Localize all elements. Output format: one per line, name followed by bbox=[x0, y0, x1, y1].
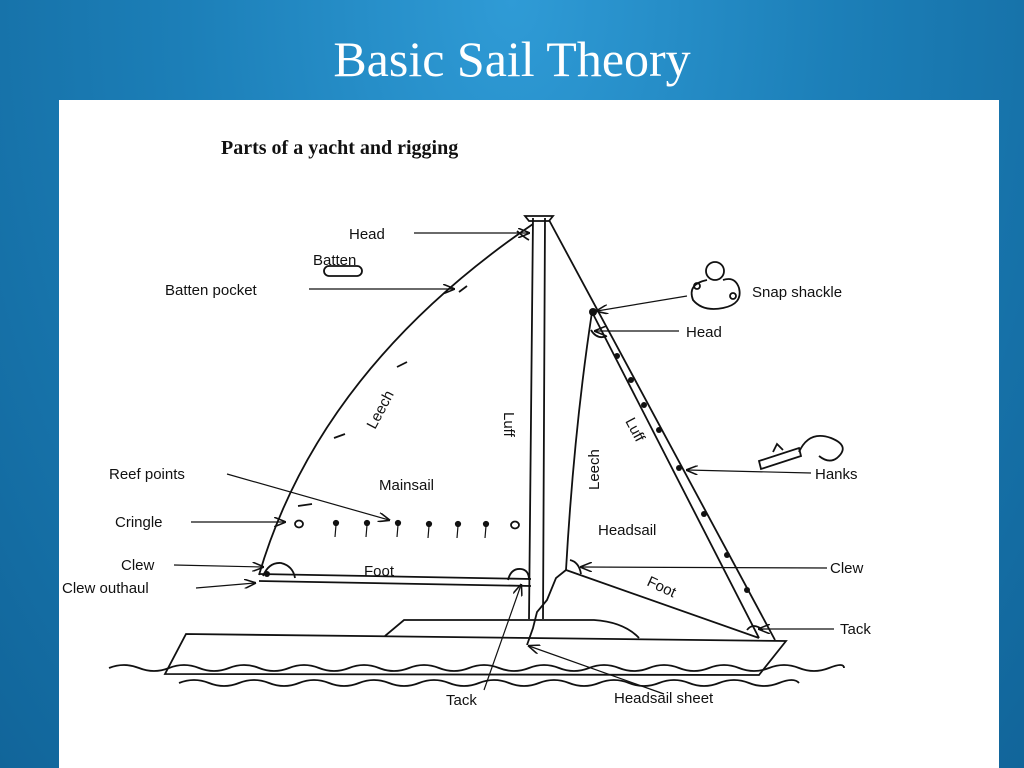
label-tack-main: Tack bbox=[446, 692, 477, 709]
headsail-foot bbox=[565, 569, 760, 639]
clew-main-corner bbox=[262, 562, 296, 579]
label-cringle: Cringle bbox=[115, 514, 163, 531]
label-clew-main: Clew bbox=[121, 557, 155, 574]
head-main-corner bbox=[516, 230, 530, 241]
clew-main-eye bbox=[264, 571, 270, 577]
label-snap-shackle: Snap shackle bbox=[752, 284, 842, 301]
label-head-main: Head bbox=[349, 226, 385, 243]
label-hanks: Hanks bbox=[815, 466, 858, 483]
boom bbox=[258, 573, 532, 587]
head-jib-ring bbox=[589, 308, 597, 316]
mast bbox=[528, 217, 546, 620]
label-batten: Batten bbox=[313, 252, 356, 269]
label-leech-main: Leech bbox=[364, 388, 398, 432]
label-head-jib: Head bbox=[686, 324, 722, 341]
water-line-1 bbox=[108, 664, 845, 672]
water-line-2 bbox=[178, 679, 800, 687]
leader-lines bbox=[173, 233, 834, 695]
label-clew-outhaul: Clew outhaul bbox=[62, 580, 149, 597]
label-leech-jib: Leech bbox=[586, 449, 603, 490]
cabin bbox=[384, 619, 640, 639]
headsail-luff-edge bbox=[526, 569, 567, 646]
label-clew-jib: Clew bbox=[830, 560, 864, 577]
batten-pockets bbox=[297, 285, 468, 507]
label-headsail: Headsail bbox=[598, 522, 656, 539]
hank-dots bbox=[614, 353, 750, 593]
diagram-heading: Parts of a yacht and rigging bbox=[221, 137, 458, 159]
label-tack-jib: Tack bbox=[840, 621, 871, 638]
head-jib-corner bbox=[590, 329, 608, 339]
label-luff-main: Luff bbox=[500, 412, 517, 438]
headsail-luff bbox=[591, 311, 760, 639]
label-batten-pocket: Batten pocket bbox=[165, 282, 258, 299]
label-reef-points: Reef points bbox=[109, 466, 185, 483]
label-foot-jib: Foot bbox=[644, 573, 679, 601]
snap-shackle-icon bbox=[690, 261, 741, 310]
batten-icon bbox=[323, 265, 363, 277]
slide-title: Basic Sail Theory bbox=[333, 31, 691, 87]
label-mainsail: Mainsail bbox=[379, 477, 434, 494]
sailboat-diagram: Parts of a yacht and rigging bbox=[62, 137, 871, 709]
tack-main-corner bbox=[507, 568, 530, 581]
label-headsail-sheet: Headsail sheet bbox=[614, 690, 714, 707]
hank-icon bbox=[757, 434, 844, 471]
hull bbox=[163, 633, 788, 676]
label-foot-main: Foot bbox=[364, 563, 395, 580]
label-luff-jib: Luff bbox=[621, 415, 648, 446]
reef-points bbox=[294, 519, 520, 539]
headsail-leech bbox=[565, 311, 593, 571]
diagram-panel: Parts of a yacht and rigging bbox=[59, 100, 999, 768]
clew-jib-corner bbox=[569, 559, 582, 575]
